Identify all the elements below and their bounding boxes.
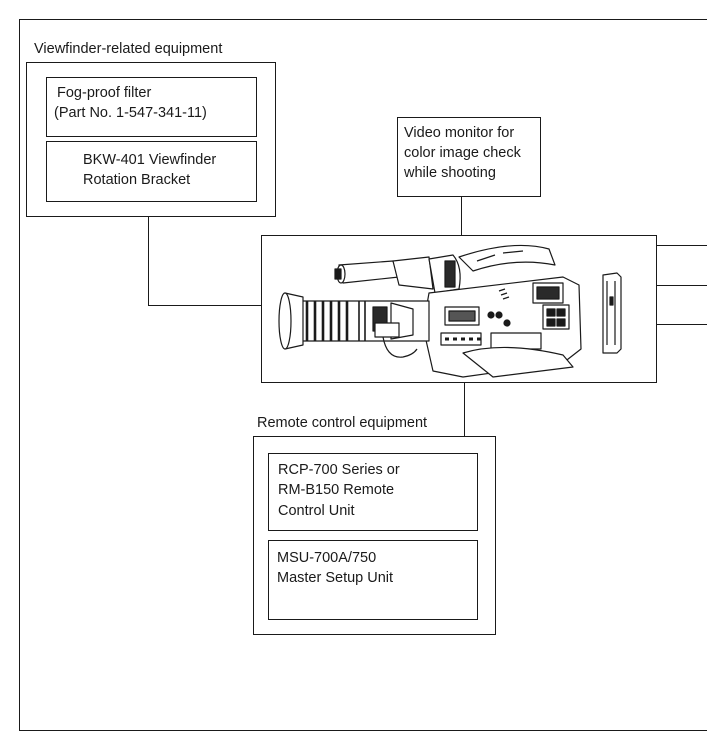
connector-right-2 <box>657 285 707 286</box>
viewfinder-group-label: Viewfinder-related equipment <box>34 41 223 57</box>
connector-remote-vertical <box>464 383 465 438</box>
video-monitor-line-1: Video monitor for <box>404 125 515 141</box>
connector-monitor-vertical <box>461 197 462 235</box>
viewfinder-bracket-line-1: BKW-401 Viewfinder <box>83 152 217 168</box>
rcp-700-box <box>268 453 478 531</box>
msu-700a-line-1: MSU-700A/750 <box>277 550 377 566</box>
fog-proof-filter-box <box>46 77 257 137</box>
rcp-700-line-3: Control Unit <box>278 503 355 519</box>
remote-group-label: Remote control equipment <box>257 415 428 431</box>
connector-right-1 <box>657 245 707 246</box>
viewfinder-bracket-line-2: Rotation Bracket <box>83 172 191 188</box>
rcp-700-line-1: RCP-700 Series or <box>278 462 400 478</box>
video-monitor-line-3: while shooting <box>404 165 496 181</box>
connector-viewfinder-horizontal <box>148 305 261 306</box>
rcp-700-line-2: RM-B150 Remote <box>278 482 395 498</box>
viewfinder-bracket-box <box>46 141 257 202</box>
camcorder-illustration <box>278 244 622 378</box>
msu-700a-box <box>268 540 478 620</box>
video-monitor-box <box>397 117 541 197</box>
fog-proof-filter-line-1: Fog-proof filter <box>57 85 152 101</box>
video-monitor-line-2: color image check <box>404 145 521 161</box>
fog-proof-filter-line-2: (Part No. 1-547-341-11) <box>54 105 207 121</box>
connector-viewfinder-vertical <box>148 217 149 306</box>
msu-700a-line-2: Master Setup Unit <box>277 570 394 586</box>
connector-right-3 <box>657 324 707 325</box>
